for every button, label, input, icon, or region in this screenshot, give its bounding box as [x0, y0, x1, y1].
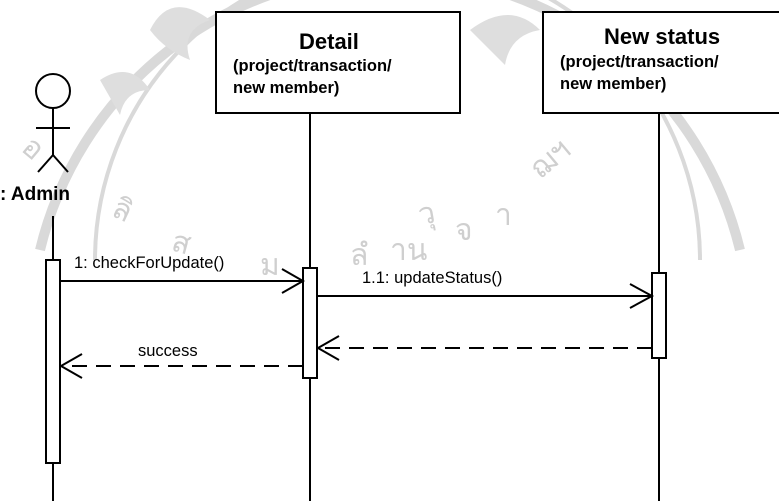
arrowhead-return-success	[58, 353, 83, 379]
newstatus-subtitle-line1: (project/transaction/	[560, 53, 719, 71]
newstatus-lifeline-box: New status (project/transaction/ new mem…	[542, 11, 779, 114]
detail-subtitle-line1: (project/transaction/	[233, 57, 392, 75]
actor-left-leg	[37, 154, 54, 173]
actor-right-leg	[52, 154, 69, 173]
newstatus-subtitle-line2: new member)	[560, 75, 667, 93]
actor-figure	[35, 73, 71, 173]
message-label-success: success	[138, 342, 198, 360]
detail-title: Detail	[299, 29, 359, 54]
svg-text:า: า	[495, 198, 512, 233]
detail-activation-bar	[302, 267, 318, 379]
svg-text:าน: าน	[390, 233, 427, 268]
actor-label: : Admin	[0, 184, 71, 205]
message-label-update-status: 1.1: updateStatus()	[362, 269, 503, 287]
svg-text:วุ: วุ	[415, 195, 438, 233]
arrowhead-return-update-status	[315, 335, 340, 361]
svg-text:จ: จ	[455, 213, 473, 248]
newstatus-activation-bar	[651, 272, 667, 359]
newstatus-title: New status	[604, 24, 721, 49]
arrowhead-update-status	[629, 283, 655, 309]
detail-lifeline-box: Detail (project/transaction/ new member)	[215, 11, 461, 114]
svg-text:ม: ม	[260, 248, 280, 283]
admin-activation-bar	[45, 259, 61, 464]
message-label-check-for-update: 1: checkForUpdate()	[74, 254, 225, 272]
arrowhead-check-for-update	[281, 268, 306, 294]
actor-head	[35, 73, 71, 109]
detail-subtitle-line2: new member)	[233, 79, 340, 97]
svg-text:ลํ: ลํ	[350, 238, 368, 273]
